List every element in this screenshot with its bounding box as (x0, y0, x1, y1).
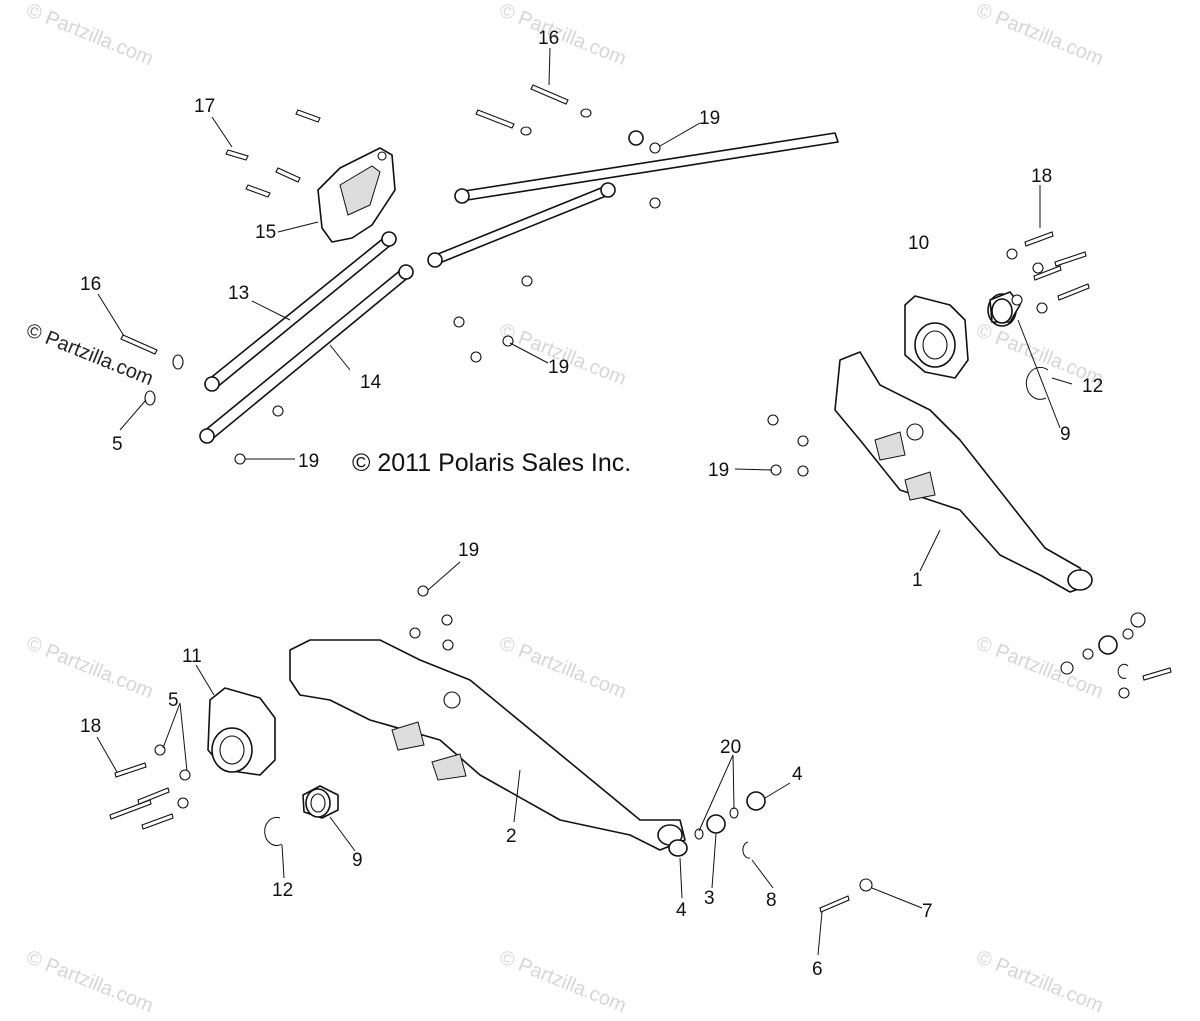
watermark-dark: © Partzilla.com (23, 319, 156, 390)
callout-11: 11 (182, 646, 202, 667)
callout-18: 18 (80, 716, 101, 737)
callout-16: 16 (538, 28, 559, 49)
bracket-15 (317, 147, 396, 243)
watermark: © Partzilla.com (973, 632, 1106, 703)
watermark: © Partzilla.com (496, 0, 629, 70)
upper-rod-a (454, 130, 839, 204)
callout-14: 14 (360, 372, 382, 393)
hardware-top-left (120, 84, 661, 465)
callout-9: 9 (1060, 424, 1071, 445)
callout-19: 19 (458, 540, 479, 561)
callout-3: 3 (704, 888, 715, 909)
callout-4: 4 (676, 900, 687, 921)
upper-rod-b (427, 182, 616, 268)
callout-12: 12 (1082, 376, 1103, 397)
watermark: © Partzilla.com (973, 0, 1106, 70)
callout-12: 12 (272, 880, 293, 901)
swing-arm-2 (289, 639, 686, 851)
callout-19: 19 (699, 108, 720, 129)
bearing-9-right (987, 291, 1021, 327)
bearing-9-left (302, 785, 339, 819)
callout-18: 18 (1031, 166, 1052, 187)
leader-lines (96, 47, 1073, 956)
callout-19: 19 (298, 451, 319, 472)
callout-6: 6 (812, 959, 823, 980)
callout-13: 13 (228, 283, 249, 304)
copyright-notice: © 2011 Polaris Sales Inc. (352, 449, 631, 477)
callout-10: 10 (908, 233, 929, 254)
clip-12-right (1025, 366, 1049, 400)
hardware-lower-left (109, 585, 454, 830)
callout-5: 5 (168, 690, 179, 711)
hub-10 (904, 295, 969, 379)
callout-20: 20 (720, 737, 741, 758)
swing-arm-1 (834, 351, 1093, 593)
watermark: © Partzilla.com (23, 632, 156, 703)
callout-17: 17 (194, 96, 215, 117)
callout-16: 16 (80, 274, 101, 295)
rod-14 (199, 264, 414, 444)
rod-13 (204, 231, 397, 392)
watermark: © Partzilla.com (973, 946, 1106, 1017)
callout-1: 1 (912, 570, 923, 591)
callout-19: 19 (708, 460, 729, 481)
callout-7: 7 (922, 901, 933, 922)
callout-2: 2 (506, 826, 517, 847)
callout-5: 5 (112, 434, 123, 455)
watermark: © Partzilla.com (23, 0, 156, 70)
hub-11 (207, 687, 276, 776)
callout-15: 15 (255, 222, 276, 243)
callout-4: 4 (792, 764, 803, 785)
callout-19: 19 (548, 357, 569, 378)
clip-12-left (264, 816, 283, 846)
callout-labels: 16 17 19 15 13 16 14 19 5 19 18 10 12 9 … (80, 28, 1103, 980)
watermark-layer: © Partzilla.com © Partzilla.com © Partzi… (23, 0, 1106, 1017)
hardware-bushings (668, 791, 873, 913)
hardware-right (767, 231, 1172, 699)
callout-8: 8 (766, 890, 777, 911)
watermark: © Partzilla.com (496, 946, 629, 1017)
watermark: © Partzilla.com (496, 632, 629, 703)
watermark: © Partzilla.com (496, 319, 629, 390)
callout-9: 9 (352, 850, 363, 871)
watermark: © Partzilla.com (23, 946, 156, 1017)
